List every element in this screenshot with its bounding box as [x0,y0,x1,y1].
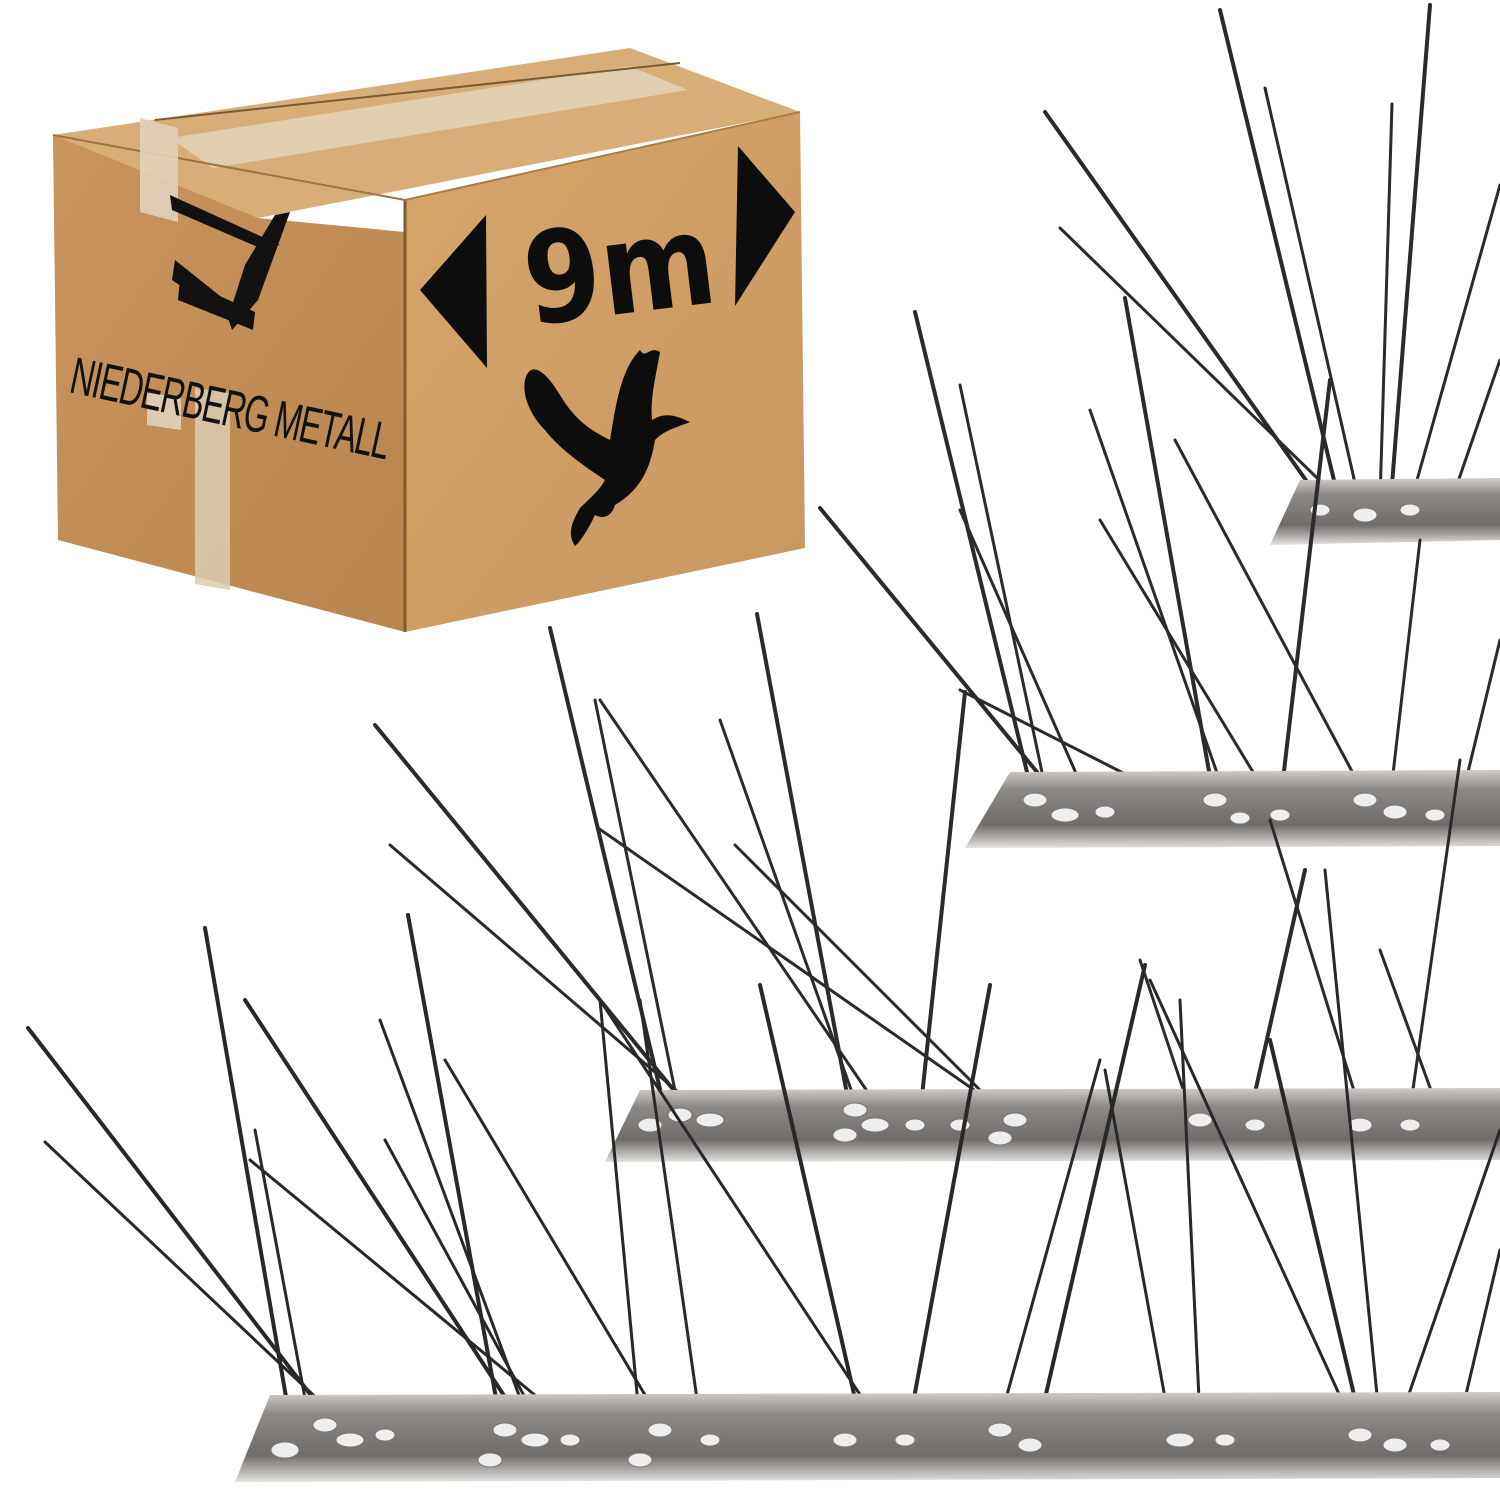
box-front-face [53,135,405,632]
spike-strip-2 [373,612,1500,1162]
length-label: 9m [516,185,724,354]
shipping-box: NIEDERBERG METALL 9m [52,48,805,632]
pigeon-icon [524,350,690,546]
box-tape-top [170,66,688,168]
box-tape-front [140,118,178,222]
spike-strip-4 [1043,3,1500,545]
spike-strip-3 [818,296,1500,848]
brand-logo-icon [170,195,290,330]
spike-strip-1 [26,868,1500,1482]
arrow-left-icon [420,215,487,368]
box-side-face [405,112,805,632]
box-tape-front-lower [147,393,181,430]
arrow-right-icon [735,146,795,306]
